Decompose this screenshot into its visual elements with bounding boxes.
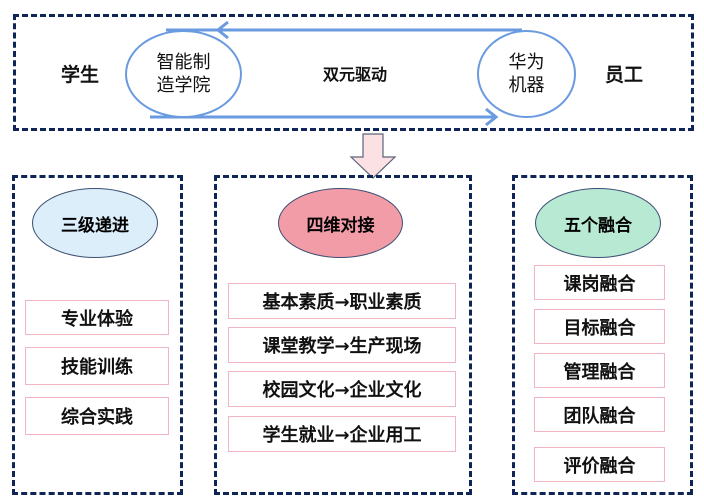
list-item: 管理融合 <box>534 353 665 388</box>
cycle-arrows <box>150 20 522 179</box>
list-item: 综合实践 <box>25 397 169 435</box>
dual-drive-label: 双元驱动 <box>322 65 387 84</box>
five-fusion-panel <box>512 175 693 495</box>
four-dim-title: 四维对接 <box>278 188 403 258</box>
list-item: 校园文化→企业文化 <box>228 371 456 407</box>
list-item: 目标融合 <box>534 309 665 344</box>
four-dim-panel <box>214 175 472 495</box>
employee-label: 员工 <box>604 63 643 86</box>
five-fusion-title: 五个融合 <box>535 188 661 258</box>
three-level-title: 三级递进 <box>32 188 158 258</box>
college-label: 智能制造学院 <box>156 52 211 96</box>
three-level-panel <box>12 175 183 495</box>
student-label: 学生 <box>60 63 99 86</box>
list-item: 专业体验 <box>25 300 169 335</box>
dual-drive-panel <box>13 14 694 131</box>
list-item: 课堂教学→生产现场 <box>228 327 456 363</box>
list-item: 课岗融合 <box>534 265 665 300</box>
huawei-circle: 华为机器 <box>477 30 576 118</box>
list-item: 团队融合 <box>534 397 665 432</box>
huawei-label: 华为机器 <box>508 52 545 96</box>
list-item: 技能训练 <box>25 347 169 385</box>
list-item: 基本素质→职业素质 <box>228 283 456 319</box>
college-circle: 智能制造学院 <box>125 30 242 118</box>
down-arrow-icon <box>349 133 397 179</box>
list-item: 学生就业→企业用工 <box>228 416 456 452</box>
list-item: 评价融合 <box>534 447 665 482</box>
